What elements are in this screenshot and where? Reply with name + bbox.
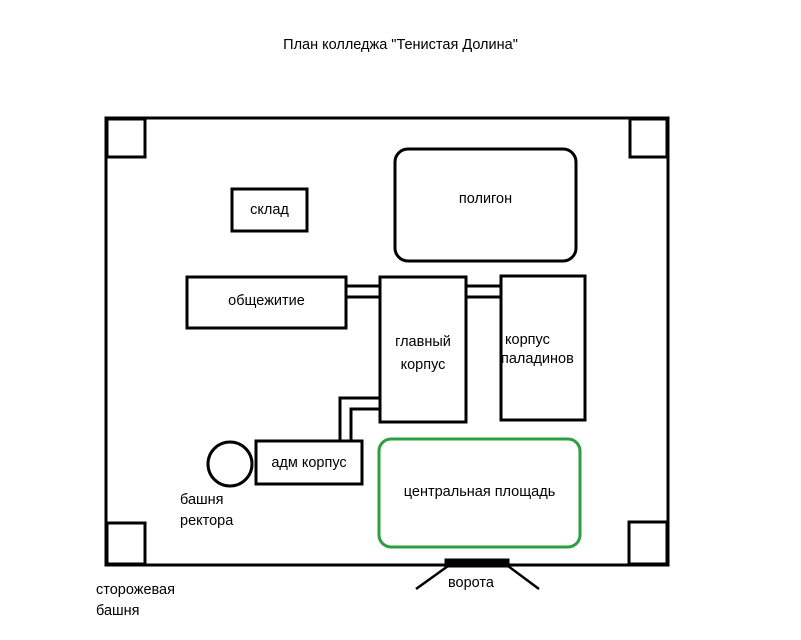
watchtower-label-line1: сторожевая <box>96 582 175 598</box>
polygon-label: полигон <box>458 191 513 207</box>
paladin-building-label-line2: паладинов <box>501 351 574 367</box>
corridor-dormitory-main <box>346 284 380 299</box>
dormitory-box <box>185 275 348 330</box>
polygon-box <box>393 147 578 263</box>
watchtower-label-line2: башня <box>96 603 140 619</box>
paladin-building-box <box>499 274 587 422</box>
corner-tower-bottom-left <box>105 521 147 566</box>
main-building-label-line1: главный <box>395 334 451 350</box>
corner-tower-bottom-right <box>627 520 669 566</box>
rector-tower-circle <box>206 440 254 488</box>
dormitory-label: общежитие <box>228 293 305 309</box>
main-building-label-line2: корпус <box>400 357 446 373</box>
corridor-main-paladin <box>466 284 501 299</box>
outer-wall <box>104 116 670 567</box>
rector-tower-label-line1: башня <box>180 492 224 508</box>
admin-building-label: адм корпус <box>271 455 347 471</box>
central-square-box <box>377 437 582 549</box>
warehouse-box <box>230 187 309 233</box>
warehouse-label: склад <box>250 202 289 218</box>
corner-tower-top-right <box>628 117 669 159</box>
paladin-building-label-line1: корпус <box>505 332 550 348</box>
corridor-main-admin <box>338 396 380 441</box>
corner-tower-top-left <box>105 117 147 159</box>
gate-drawing <box>415 558 540 591</box>
admin-building-box <box>254 439 364 486</box>
gate-label: ворота <box>448 575 494 591</box>
central-square-label: центральная площадь <box>403 484 556 500</box>
main-building-box <box>378 275 468 424</box>
plan-title: План колледжа "Тенистая Долина" <box>283 37 518 53</box>
rector-tower-label-line2: ректора <box>180 513 234 529</box>
